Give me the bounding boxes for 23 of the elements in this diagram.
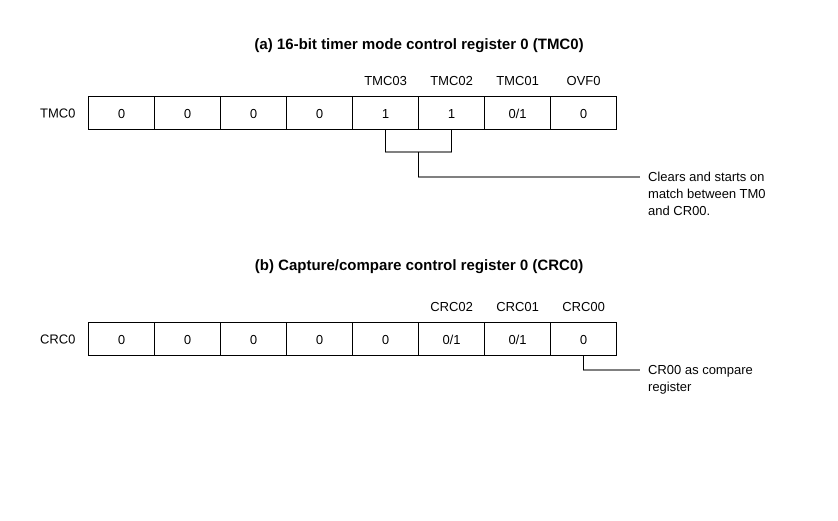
bit-cell: 0	[154, 322, 221, 356]
bit-cell: 0	[154, 96, 221, 130]
leader-line	[583, 356, 640, 370]
note-text: Clears and starts on match between TM0 and CR00.	[648, 168, 783, 219]
bit-name: TMC01	[496, 73, 539, 88]
register-name: TMC0	[40, 106, 76, 120]
panel-heading: (a) 16-bit timer mode control register 0 (TMC0)	[254, 36, 584, 53]
bit-name: CRC00	[562, 299, 605, 314]
panel-heading: (b) Capture/compare control register 0 (CRC0)	[254, 257, 584, 274]
bit-cell: 0	[352, 322, 419, 356]
bit-cell: 0	[286, 322, 353, 356]
bit-cell: 0	[88, 96, 155, 130]
bit-name: CRC02	[430, 299, 473, 314]
register-name: CRC0	[40, 332, 76, 346]
bit-cell: 0	[286, 96, 353, 130]
bit-cell: 0	[88, 322, 155, 356]
bit-name: TMC03	[364, 73, 407, 88]
bit-cell: 0	[220, 322, 287, 356]
note-text: CR00 as compare register	[648, 361, 783, 395]
bit-name: CRC01	[496, 299, 539, 314]
bit-name: OVF0	[566, 73, 600, 88]
bit-cell: 0	[220, 96, 287, 130]
bit-name: TMC02	[430, 73, 473, 88]
